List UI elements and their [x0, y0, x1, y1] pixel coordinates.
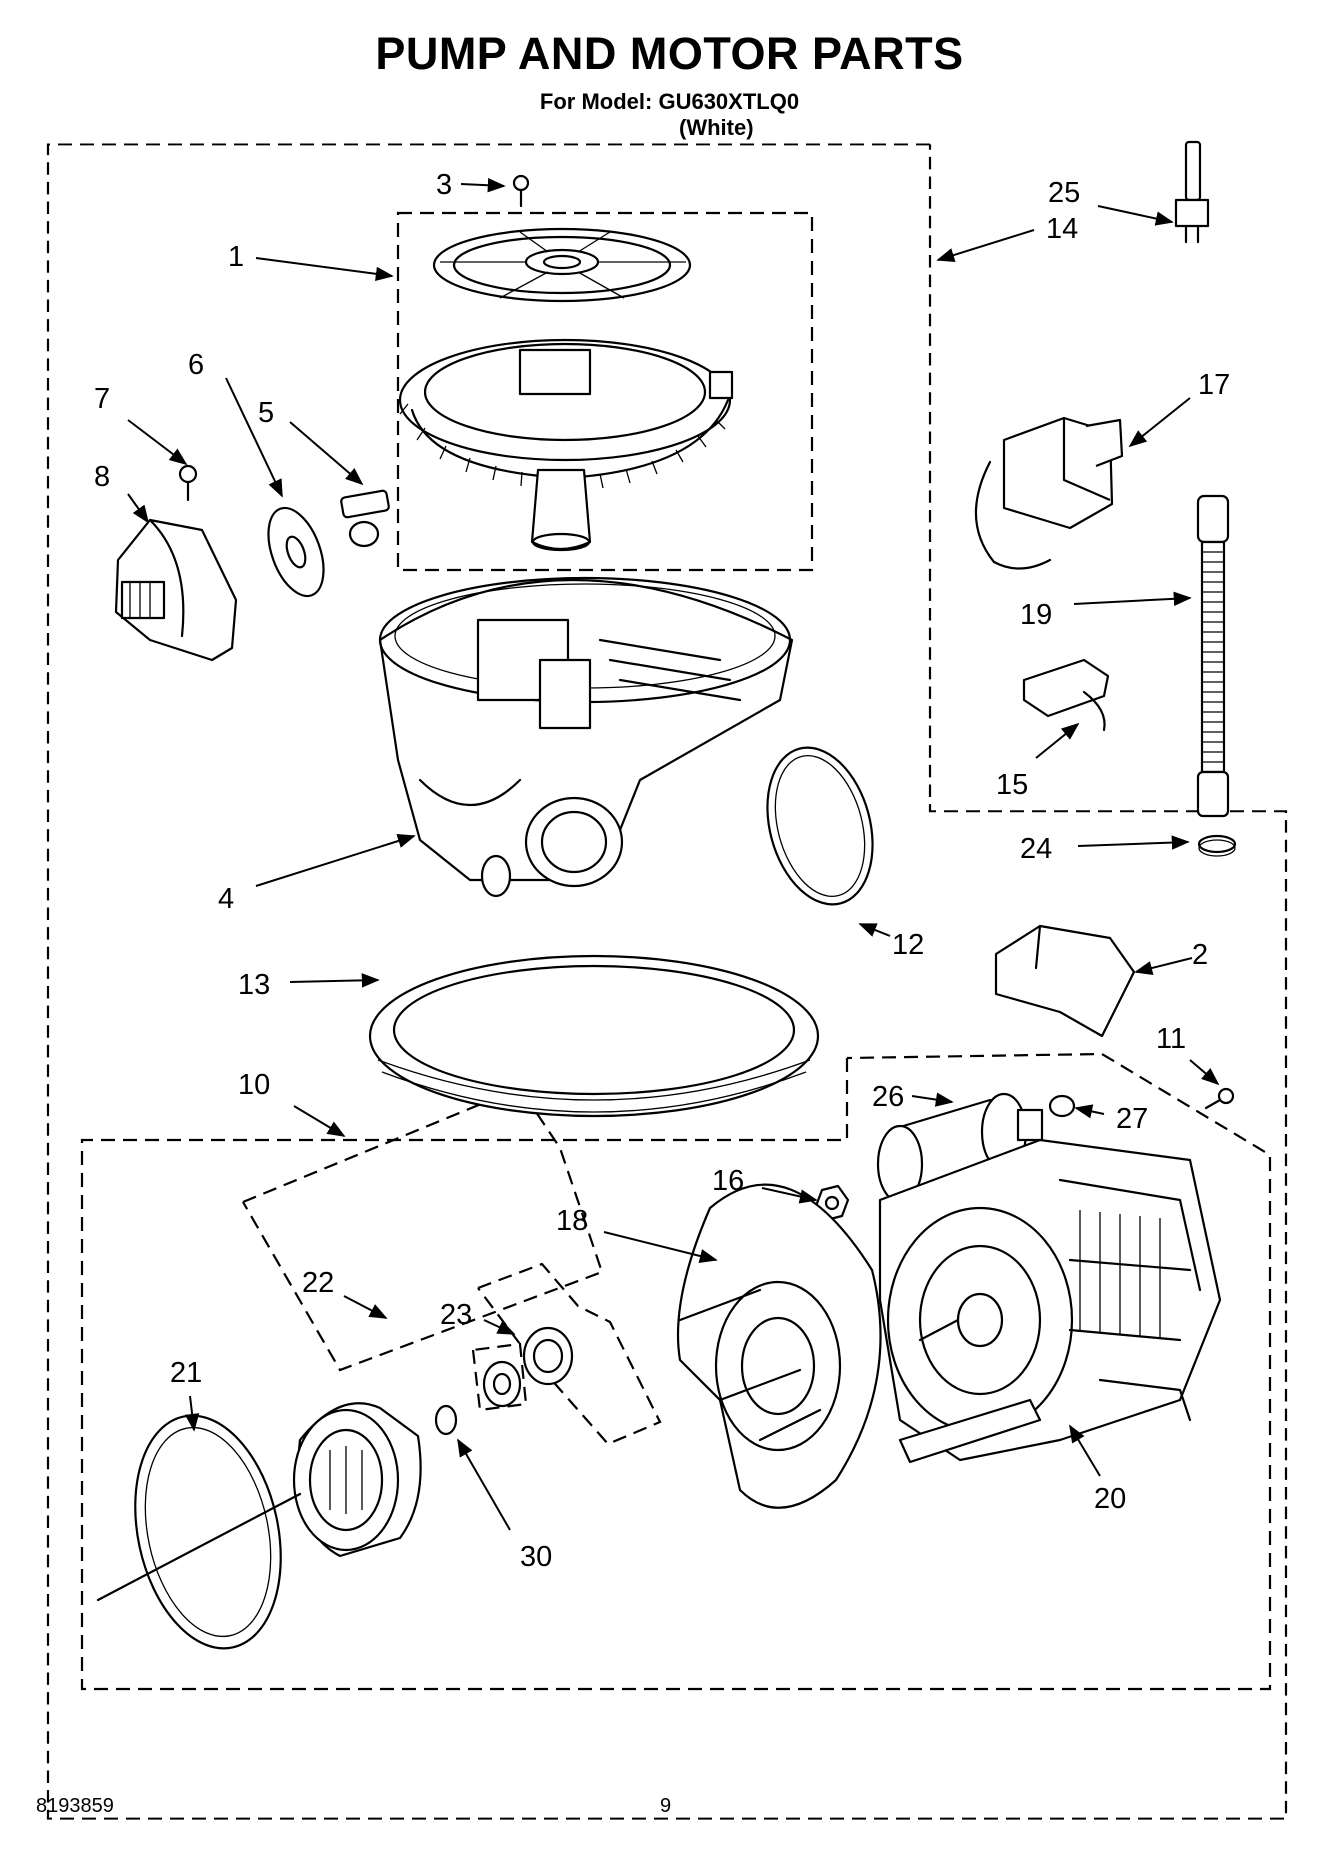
clip-part-15 [1022, 658, 1110, 732]
page-number: 9 [660, 1795, 672, 1817]
callout-21: 21 [170, 1357, 202, 1389]
color-line: (White) [679, 115, 754, 140]
callout-13: 13 [238, 969, 270, 1001]
callout-7: 7 [94, 383, 110, 415]
callout-26: 26 [872, 1081, 904, 1113]
screw-part-7 [178, 464, 198, 502]
callout-27: 27 [1116, 1103, 1148, 1135]
gasket-part-21 [96, 1414, 302, 1650]
callout-20: 20 [1094, 1483, 1126, 1515]
motor-part-20 [878, 1138, 1222, 1464]
callout-25: 25 [1048, 177, 1080, 209]
callout-17: 17 [1198, 369, 1230, 401]
callout-2: 2 [1192, 939, 1208, 971]
washer-part-30 [434, 1404, 458, 1436]
pump-housing-part-4 [378, 576, 794, 898]
filter-disc-part-1 [432, 227, 692, 303]
hose-part-19 [1196, 494, 1230, 818]
callout-11: 11 [1156, 1023, 1186, 1055]
callout-23: 23 [440, 1299, 472, 1331]
callout-6: 6 [188, 349, 204, 381]
large-gasket-part-13 [368, 954, 820, 1118]
impeller-housing-part-22 [292, 1402, 422, 1558]
callout-22: 22 [302, 1267, 334, 1299]
callout-3: 3 [436, 169, 452, 201]
callout-16: 16 [712, 1165, 744, 1197]
cover-part-2 [994, 924, 1136, 1038]
callout-4: 4 [218, 883, 234, 915]
diverter-part-8 [114, 518, 238, 662]
model-line: For Model: GU630XTLQ0 [539, 89, 800, 114]
callout-24: 24 [1020, 833, 1052, 865]
callout-10: 10 [238, 1069, 270, 1101]
clamp-part-24 [1197, 834, 1237, 857]
pump-shroud-part-18 [676, 1183, 882, 1509]
callout-1: 1 [228, 241, 244, 273]
washer-part-27 [1048, 1094, 1076, 1118]
callout-30: 30 [520, 1541, 552, 1573]
leader-lines [127, 178, 1220, 1531]
filter-assembly [398, 338, 734, 552]
callout-15: 15 [996, 769, 1028, 801]
screw-part-11 [1204, 1087, 1235, 1110]
gasket-part-5 [340, 489, 390, 548]
callout-5: 5 [258, 397, 274, 429]
assembly-boundaries [46, 143, 1288, 1820]
callout-14: 14 [1046, 213, 1078, 245]
screw-part-3 [512, 174, 530, 208]
bracket-part-17 [974, 416, 1124, 570]
callout-labels: 1 2 3 4 5 6 7 8 10 11 12 13 14 15 16 17 … [94, 169, 1230, 1573]
cam-disc-part-6 [267, 506, 325, 598]
page-title: PUMP AND MOTOR PARTS [375, 28, 964, 79]
sensor-part-25 [1174, 140, 1210, 244]
callout-12: 12 [892, 929, 924, 961]
document-number: 8193859 [36, 1795, 114, 1817]
seal-part-23 [482, 1326, 574, 1408]
callout-8: 8 [94, 461, 110, 493]
callout-18: 18 [556, 1205, 588, 1237]
retainer-ring-part-12 [766, 746, 874, 906]
callout-19: 19 [1020, 599, 1052, 631]
